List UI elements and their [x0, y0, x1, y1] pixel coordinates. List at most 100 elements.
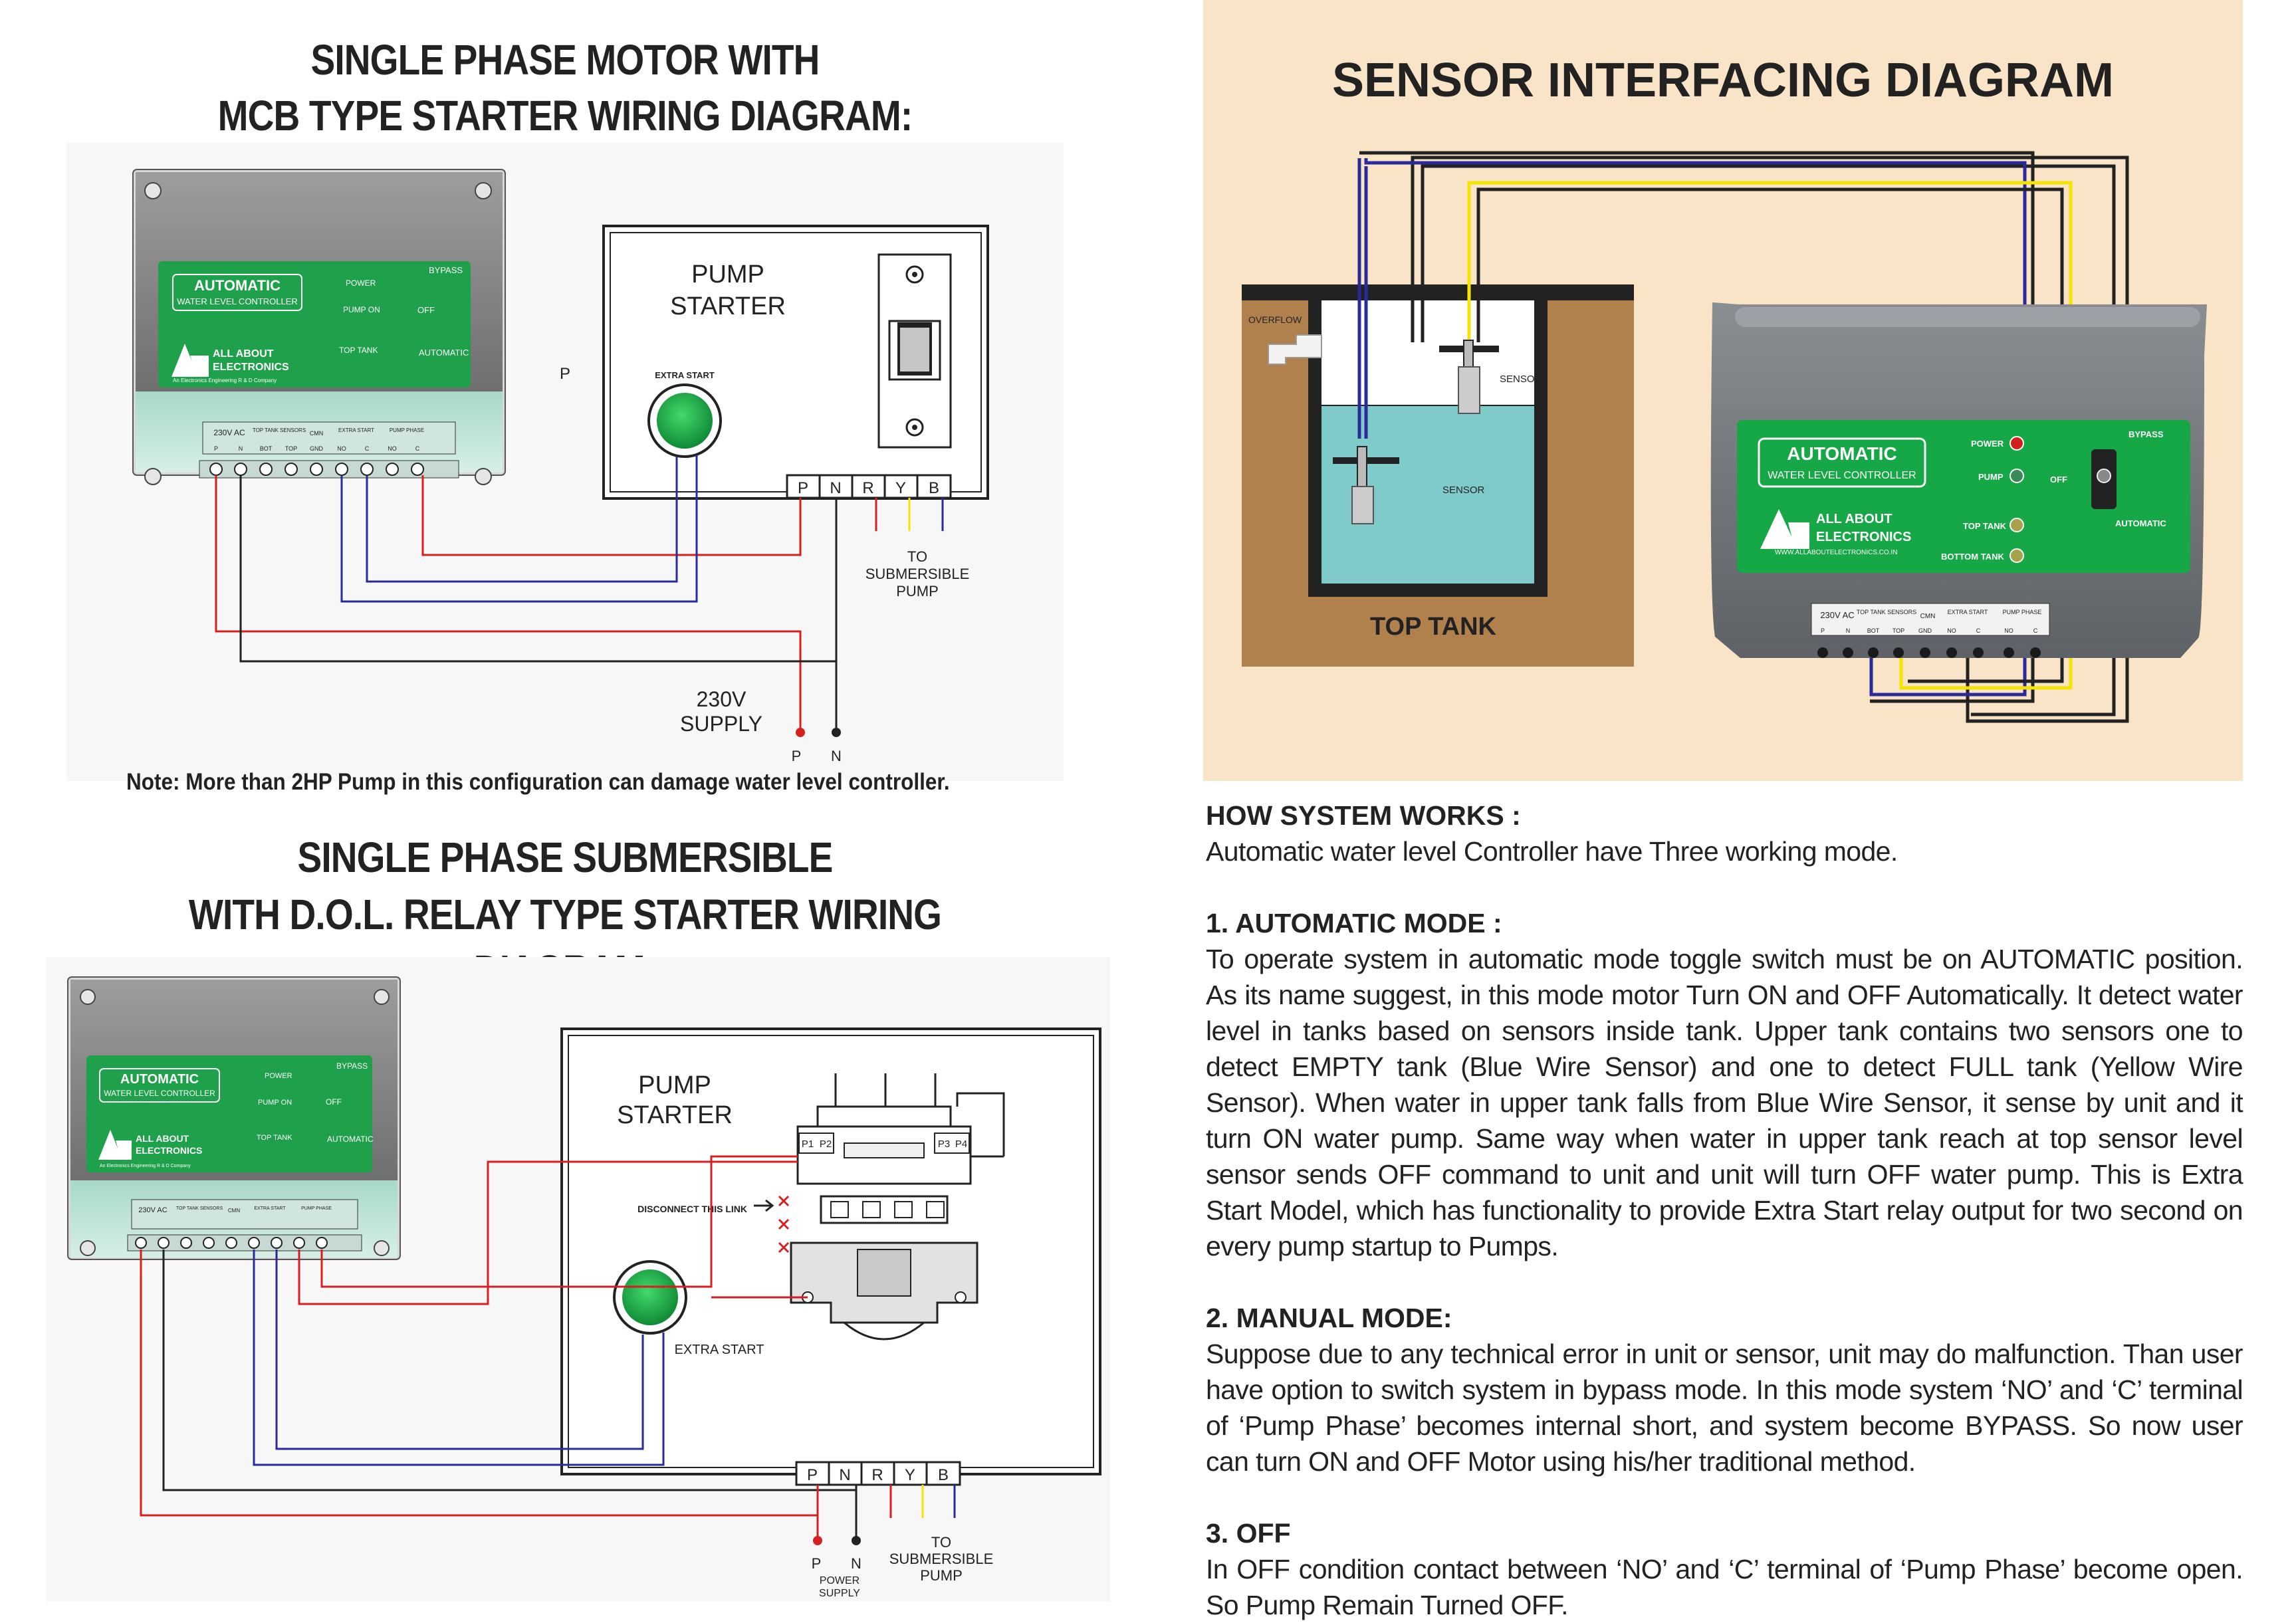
terminal-group-label: PUMP PHASE [390, 427, 424, 433]
terminal-label: GND [1918, 627, 1932, 634]
brand-line2: ELECTRONICS [1816, 530, 1911, 544]
power-led-icon [2009, 436, 2024, 451]
controller-subname: WATER LEVEL CONTROLLER [177, 296, 298, 306]
terminal-label: C [365, 445, 370, 452]
terminal-label: TOP [285, 445, 297, 452]
supply-terminal-label: N [851, 1555, 861, 1572]
supply-label: SUPPLY [680, 712, 762, 736]
extra-start-lamp-icon [622, 1269, 678, 1325]
mode1-text: To operate system in automatic mode togg… [1206, 944, 2243, 1261]
terminal-label: NO [1947, 627, 1956, 634]
starter-label: STARTER [617, 1101, 733, 1129]
terminal-label: B [938, 1466, 949, 1484]
to-pump-label: SUBMERSIBLE [865, 566, 970, 582]
screw-icon [80, 989, 96, 1005]
screw-icon [475, 468, 492, 485]
terminal-label: N [1846, 627, 1851, 634]
terminal-group-label: EXTRA START [1948, 609, 1988, 615]
relay-terminal-label: P3 [938, 1138, 950, 1150]
terminal-label: BOT [260, 445, 273, 452]
brand-line1: ALL ABOUT [213, 348, 274, 360]
top-tank-label: TOP TANK [1963, 521, 2007, 531]
terminal-label: Y [905, 1466, 915, 1484]
how-intro: Automatic water level Controller have Th… [1206, 836, 1898, 867]
power-indicator-label: POWER [265, 1072, 292, 1080]
screw-icon [374, 989, 390, 1005]
pump-on-label: PUMP ON [258, 1099, 292, 1107]
terminal-label: N [830, 479, 841, 497]
supply-terminal-label: P [792, 748, 802, 764]
power-indicator-label: POWER [346, 278, 376, 288]
supply-phase-terminal-icon [796, 728, 805, 737]
terminal-label: P [798, 479, 808, 497]
stray-p-label: P [560, 365, 570, 383]
terminal-group-label: CMN [310, 430, 324, 437]
terminal-group-label: PUMP PHASE [301, 1206, 332, 1211]
wires [140, 1155, 858, 1537]
controller-subname: WATER LEVEL CONTROLLER [1768, 470, 1916, 481]
terminal-label: NO [337, 445, 346, 452]
pump-led-icon [2009, 469, 2024, 483]
terminal-label: B [929, 479, 939, 497]
terminal-group-label: TOP TANK SENSORS [176, 1206, 223, 1211]
brand-website: WWW.ALLABOUTELECTRONICS.CO.IN [1775, 549, 1897, 556]
mode2-title: 2. MANUAL MODE: [1206, 1303, 1452, 1333]
terminal-label: R [871, 1466, 883, 1484]
sensor-upper: SENSOR [1439, 340, 1542, 414]
bypass-label: BYPASS [2128, 429, 2164, 439]
mcb-diagram-title-line2: MCB TYPE STARTER WIRING DIAGRAM: [217, 92, 913, 140]
controller-unit: AUTOMATIC WATER LEVEL CONTROLLER ALL ABO… [132, 169, 506, 485]
supply-label: 230V [697, 687, 746, 711]
terminal-label: R [862, 479, 873, 497]
terminal-group-label: 230V AC [138, 1206, 167, 1214]
off-label: OFF [417, 305, 435, 315]
brand-tagline: An Electronics Engineering R & D Company [100, 1164, 191, 1168]
top-tank: OVERFLOW TOP TANK [1242, 284, 1634, 667]
terminal-label: NO [388, 445, 397, 452]
toggle-knob-icon [2097, 469, 2111, 483]
bottom-tank-led-icon [2009, 548, 2024, 563]
mode3-text: In OFF condition contact between ‘NO’ an… [1206, 1554, 2243, 1620]
pump-indicator-label: PUMP [1978, 472, 2004, 482]
automatic-label: AUTOMATIC [419, 348, 469, 358]
terminal-screws [1817, 647, 2041, 658]
brand-line2: ELECTRONICS [136, 1145, 202, 1156]
screw-icon [80, 1240, 96, 1256]
controller-faceplate [1737, 420, 2190, 573]
off-label: OFF [2050, 475, 2067, 485]
terminal-group-label: PUMP PHASE [2003, 609, 2042, 615]
terminal-label: C [2033, 627, 2038, 634]
sensor-label: SENSOR [1442, 485, 1485, 496]
to-pump-label: TO [907, 548, 927, 565]
terminal-screws [135, 1237, 328, 1249]
cross-mark-icon [778, 1195, 790, 1253]
brand-line2: ELECTRONICS [213, 362, 289, 373]
power-indicator-label: POWER [1971, 439, 2004, 449]
how-title: HOW SYSTEM WORKS : [1206, 800, 1521, 831]
sensor-interfacing-diagram: SENSOR INTERFACING DIAGRAM OVERFLOW TOP … [1203, 0, 2243, 781]
pump-on-label: PUMP ON [343, 305, 380, 314]
terminal-group-label: CMN [1920, 613, 1936, 620]
dol-wiring-diagram: AUTOMATIC WATER LEVEL CONTROLLER ALL ABO… [47, 957, 1110, 1602]
automatic-label: AUTOMATIC [2115, 518, 2166, 528]
controller-name: AUTOMATIC [120, 1072, 199, 1087]
automatic-label: AUTOMATIC [327, 1135, 374, 1144]
top-tank-led-icon [2009, 518, 2024, 532]
overflow-pipe-icon [1268, 334, 1322, 365]
terminal-label: Y [895, 479, 906, 497]
screw-icon [144, 468, 162, 485]
how-system-works-section: HOW SYSTEM WORKS : Automatic water level… [1206, 798, 2243, 1623]
top-tank-label: TOP TANK [257, 1134, 292, 1142]
terminal-label: N [239, 445, 243, 452]
screw-icon [374, 1240, 390, 1256]
mcb-wiring-diagram: AUTOMATIC WATER LEVEL CONTROLLER ALL ABO… [66, 143, 1064, 781]
dol-relay: P1 P2 P3 P4 [790, 1073, 1005, 1341]
mode1-title: 1. AUTOMATIC MODE : [1206, 908, 1502, 938]
to-pump-label: PUMP [920, 1567, 963, 1584]
screw-icon [475, 182, 492, 199]
pump-starter-box: PUMP STARTER EXTRA START P N R [602, 225, 989, 500]
brand-logo-icon [1760, 509, 1809, 549]
terminal-label: TOP [1893, 627, 1904, 634]
terminal-group-label: 230V AC [213, 428, 245, 437]
terminal-group-label: TOP TANK SENSORS [1857, 609, 1916, 615]
